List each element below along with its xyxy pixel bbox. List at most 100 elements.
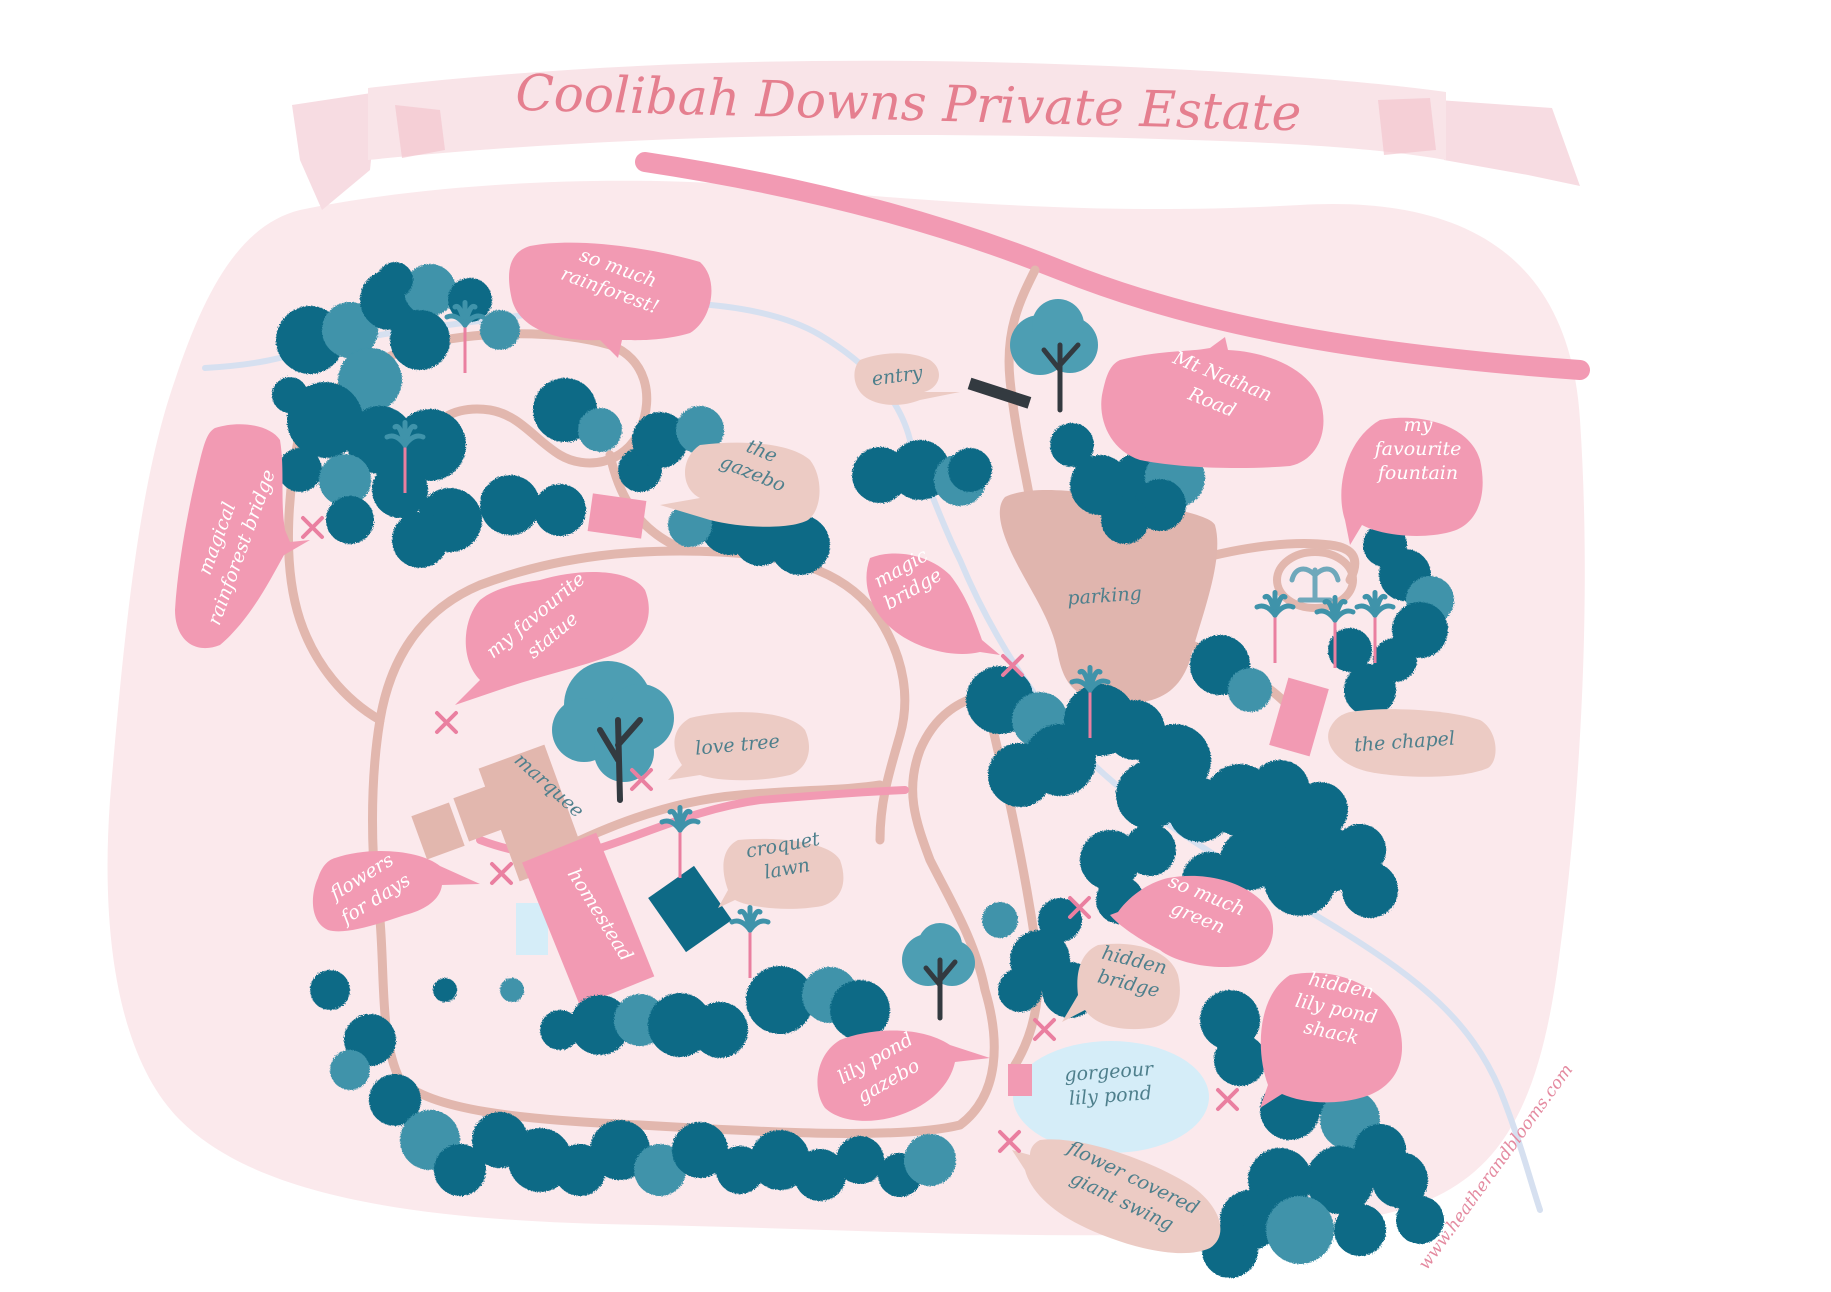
tree-canopy [480, 310, 520, 350]
gazebo-building [587, 493, 647, 539]
palm-tree-icon [1069, 664, 1111, 738]
bubble-mt-nathan-road [1101, 337, 1324, 468]
tree-canopy [278, 448, 322, 492]
tree-canopy [1266, 1196, 1334, 1264]
x-marker-lily-pond-shack [1216, 1088, 1239, 1111]
label-line: fountain [1376, 462, 1458, 484]
x-marker-magic-bridge [1001, 654, 1024, 677]
tree-canopy [390, 310, 450, 370]
tree-canopy [480, 475, 540, 535]
tree-canopy [1228, 668, 1272, 712]
palm-tree-icon [1354, 589, 1396, 663]
tree-canopy [534, 484, 586, 536]
tree-canopy [319, 454, 371, 506]
x-marker-giant-swing [998, 1130, 1021, 1153]
buildings [411, 377, 1329, 1096]
croquet-lawn-building [648, 865, 732, 953]
palm-tree-icon [444, 299, 486, 373]
tree-canopy [1214, 1034, 1266, 1086]
bubble-lily-pond-gazebo [817, 1030, 990, 1121]
tree-canopy [1396, 1196, 1444, 1244]
title-ribbon [292, 60, 1580, 210]
tree-canopy [746, 966, 814, 1034]
tree-canopy [1334, 1204, 1386, 1256]
tree-canopy [904, 1134, 956, 1186]
lily-pond [1013, 1041, 1209, 1153]
palm-trees [384, 299, 1396, 978]
palm-tree-icon [1314, 594, 1356, 668]
tree-canopy [392, 512, 448, 568]
tree-canopy [982, 902, 1018, 938]
mt-nathan-road [635, 152, 1590, 380]
tree-canopy [326, 496, 374, 544]
bubble-so-much-rainforest [509, 242, 712, 358]
bubble-the-gazebo [660, 442, 820, 527]
x-marker-love-tree [630, 768, 653, 791]
parking-lot [999, 489, 1218, 704]
bubble-my-favourite-fountain [1341, 417, 1483, 545]
tree-canopy [578, 408, 622, 452]
label-line: my [1404, 414, 1433, 436]
outbuilding-1 [411, 802, 465, 860]
tree-canopy [1101, 496, 1149, 544]
tree-canopy [676, 406, 724, 454]
x-marker-flowers-for-days [490, 862, 513, 885]
tree-canopy [310, 970, 350, 1010]
bubble-the-chapel [1328, 709, 1496, 777]
bubble-magic-bridge [866, 553, 1000, 655]
tree-canopy [330, 1050, 370, 1090]
bubble-love-tree [668, 712, 810, 781]
x-marker-statue [435, 711, 458, 734]
bubble-hidden-lily-pond-shack [1260, 972, 1403, 1108]
lily-pond-gazebo-building [1008, 1064, 1032, 1096]
tree-canopy [794, 1149, 846, 1201]
x-marker-so-much-green [1068, 896, 1091, 919]
lily-pond-tree-icon [902, 923, 975, 1021]
love-tree-icon [552, 661, 674, 803]
tree-canopy [836, 1136, 884, 1184]
tree-canopy [1080, 830, 1140, 890]
tree-canopy [1264, 844, 1336, 916]
tree-canopy [830, 980, 890, 1040]
label-line: parking [1067, 582, 1143, 609]
tree-canopy [322, 302, 378, 358]
tree-canopy [540, 1010, 580, 1050]
chapel-building [1269, 677, 1329, 757]
bubble-so-much-green [1110, 875, 1274, 968]
x-marker-rainforest-bridge [301, 516, 324, 539]
bubble-magical-rainforest-bridge [175, 424, 310, 649]
tree-canopy [500, 978, 524, 1002]
bubble-flower-covered-giant-swing [1012, 1139, 1221, 1254]
entry-gate [967, 377, 1032, 409]
tree-canopy [404, 264, 456, 316]
homestead-building [522, 832, 655, 1007]
bubble-my-favourite-statue [455, 571, 649, 705]
fountain-loop [1273, 548, 1357, 612]
marquee-building [478, 744, 586, 882]
label-line: favourite [1373, 438, 1462, 460]
x-marker-hidden-bridge [1033, 1018, 1056, 1041]
outbuilding-2 [453, 784, 507, 842]
tree-canopy [1342, 862, 1398, 918]
tree-canopy [988, 743, 1052, 807]
tree-canopy [948, 448, 992, 492]
bubble-hidden-bridge [1062, 943, 1180, 1030]
tree-canopy [632, 412, 688, 468]
palm-tree-icon [1254, 589, 1296, 663]
tree-canopy [433, 978, 457, 1002]
tree-canopy [1038, 898, 1082, 942]
tree-canopy [369, 1074, 421, 1126]
palm-tree-icon [384, 419, 426, 493]
label-parking: parking [1067, 582, 1143, 609]
tree-canopy [1292, 782, 1348, 838]
bubble-entry [854, 353, 960, 405]
tree-canopy [1116, 761, 1184, 829]
tree-canopy [377, 262, 413, 298]
bubble-croquet-lawn [718, 838, 844, 909]
bubble-flowers-for-days [312, 851, 480, 932]
tree-canopy [570, 995, 630, 1055]
tree-clusters [272, 262, 1454, 1278]
tree-canopy [1372, 1152, 1428, 1208]
